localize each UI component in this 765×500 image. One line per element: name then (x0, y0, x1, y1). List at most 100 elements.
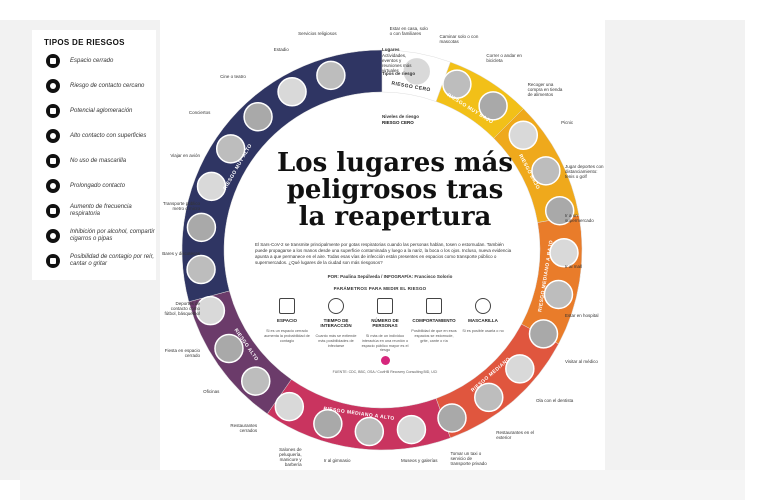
place-label: Deportes de contacto como fútbol, básque… (164, 300, 200, 316)
place-photo (186, 254, 216, 285)
legend-item: Potencial aglomeración (46, 104, 156, 118)
parameter-desc: Si más de un individuo interactúa en una… (361, 334, 409, 353)
intro-paragraph: El Sars-CoV-2 se transmite principalment… (255, 242, 512, 265)
key-tipos: Tipos de riesgo (382, 71, 416, 76)
place-photo (186, 212, 217, 243)
place-photo (214, 333, 244, 364)
place-photo (396, 414, 427, 445)
parameter-desc: Cuanto más se extiende más posibilidades… (315, 334, 357, 348)
handshake-icon (46, 79, 60, 93)
mask-icon (475, 298, 491, 314)
headline: Los lugares más peligrosos tras la reape… (276, 148, 514, 232)
place-photo (528, 319, 559, 349)
legend-item-label: Potencial aglomeración (70, 107, 133, 114)
place-photo (313, 409, 343, 439)
legend-item-label: Posibilidad de contagio por reír, cantar… (70, 254, 155, 267)
mask-icon (46, 154, 60, 168)
place-label: Viajar en avión (170, 152, 200, 158)
place-photo (354, 416, 385, 447)
crowd-icon (46, 104, 60, 118)
risk-ring-graphic (180, 48, 584, 452)
legend-item-label: Espacio cerrado (70, 57, 114, 64)
parameter-personas: NÚMERO DE PERSONAS Si más de un individu… (361, 298, 409, 353)
parameter-tiempo: TIEMPO DE INTERACCIÓN Cuanto más se exti… (312, 298, 360, 348)
place-label: Caminar solo o con mascotas (439, 33, 479, 44)
parameter-desc: Si es un espacio cerrado aumenta la prob… (264, 329, 310, 343)
place-photo (508, 120, 539, 151)
parameter-name: ESPACIO (277, 318, 297, 323)
legend-item: Inhibición por alcohol, compartir cigarr… (46, 229, 156, 243)
legend-item: Riesgo de contacto cercano (46, 79, 156, 93)
place-label: Oficinas (203, 389, 220, 395)
people-icon (377, 298, 393, 314)
place-label: Tomar un taxi o servicio de transporte p… (450, 450, 487, 466)
parameter-desc: Si es posible usarla o no (462, 329, 504, 333)
legend-item-label: No uso de mascarilla (70, 157, 127, 164)
place-label: Conciertos (188, 109, 211, 115)
place-label: Fiesta en espacio cerrado (164, 347, 200, 358)
place-label: Transporte público metro o micro (162, 200, 200, 211)
legend-item: Posibilidad de contagio por reír, cantar… (46, 254, 156, 268)
parameter-name: MASCARILLA (468, 318, 498, 323)
place-label: Ola con el dentista (535, 398, 574, 404)
key-lugares-desc: Actividades, eventos y reuniones más vir… (382, 53, 412, 73)
key-nivel-value: RIESGO CERO (382, 120, 414, 125)
place-label: Ir al mall (565, 263, 583, 269)
lungs-icon (46, 204, 60, 218)
legend-item-label: Alto contacto con superficies (70, 132, 147, 139)
parameter-mascarilla: MASCARILLA Si es posible usarla o no (459, 298, 507, 334)
place-label: Visitar al médico (565, 358, 598, 364)
bottom-background-strip (20, 470, 745, 500)
parameter-desc: Posibilidad de que en esos espacios se e… (411, 329, 457, 343)
place-label: Estar en casa, solo o con familiares (389, 26, 428, 37)
place-photo (442, 69, 472, 99)
place-label: Salones de peluquería, manicure y barber… (279, 446, 302, 467)
place-label: Museos y galerías (400, 458, 438, 463)
parameter-name: TIEMPO DE INTERACCIÓN (320, 318, 352, 328)
right-background-panel (605, 20, 745, 480)
place-photo (196, 171, 227, 202)
place-photo (401, 56, 432, 87)
place-photo (549, 237, 579, 268)
building-icon (46, 54, 60, 68)
place-photo (474, 382, 504, 413)
place-label: Bares y discotecas (162, 251, 200, 257)
place-label: Servicios religiosos (298, 30, 337, 36)
place-photo (543, 279, 574, 310)
mouth-icon (46, 254, 60, 268)
place-label: Ir a un supermercado (565, 213, 594, 224)
legend-item-label: Prolongado contacto (70, 182, 126, 189)
place-photo (531, 156, 561, 186)
place-photo (215, 134, 246, 164)
virus-badge-icon (381, 356, 390, 365)
parameter-name: COMPORTAMIENTO (412, 318, 456, 323)
place-photo (544, 195, 575, 226)
legend-item-label: Riesgo de contacto cercano (70, 82, 145, 89)
parameters-title: PARÁMETROS PARA MEDIR EL RIESGO (333, 286, 427, 291)
clock-icon (328, 298, 344, 314)
byline: POR: Paulina Sepúlveda / INFOGRAFÍA: Fra… (327, 274, 453, 279)
ring-center-disc (225, 93, 539, 407)
place-label: Jugar deportes con distanciamiento: teni… (565, 164, 604, 180)
place-label: Cine o teatro (220, 73, 246, 79)
place-label: Restaurantes en el exterior (496, 429, 535, 440)
place-label: Correr o andar en bicicleta (486, 52, 522, 63)
place-photo (243, 101, 273, 132)
place-label: Restaurantes cerrados (230, 422, 258, 433)
person-sneeze-icon (426, 298, 442, 314)
place-photo (478, 91, 508, 121)
people-icon (46, 179, 60, 193)
place-photo (277, 77, 307, 107)
place-photo (316, 60, 346, 91)
place-label: Picnic (561, 119, 574, 125)
legend-item: Alto contacto con superficies (46, 129, 156, 143)
legend-item-label: Aumento de frecuencia respiratoria (70, 204, 132, 217)
place-photo (505, 354, 535, 384)
legend-title: TIPOS DE RIESGOS (44, 38, 125, 47)
legend-item: No uso de mascarilla (46, 154, 156, 168)
source-note: FUENTE: CDC, BBC, OSA / CoviHB Recovery … (332, 370, 438, 374)
building-icon (279, 298, 295, 314)
legend-item-label: Inhibición por alcohol, compartir cigarr… (70, 229, 155, 242)
parameter-comportamiento: COMPORTAMIENTO Posibilidad de que en eso… (410, 298, 458, 343)
